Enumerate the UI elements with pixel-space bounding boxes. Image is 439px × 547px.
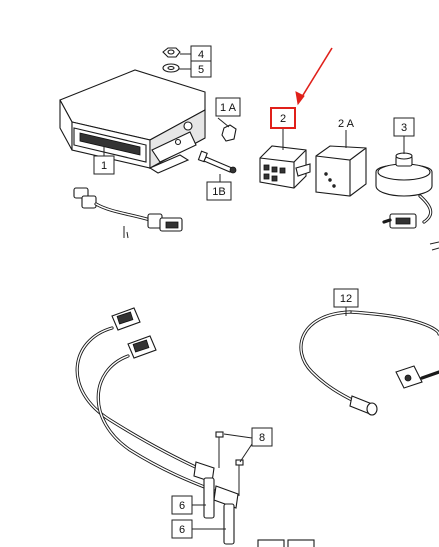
lower-harness <box>75 307 315 547</box>
plug-1a <box>221 124 237 142</box>
callout-1b: 1B <box>206 181 232 201</box>
svg-text:2 A: 2 A <box>338 118 355 130</box>
callout-2-highlighted: 2 <box>270 107 296 129</box>
highlight-arrow <box>295 47 333 106</box>
svg-text:6: 6 <box>179 500 185 512</box>
callout-2a: 2 A <box>338 118 355 130</box>
callout-6-lower: 6 <box>171 519 193 539</box>
motor-3 <box>375 152 439 251</box>
svg-text:6: 6 <box>179 524 185 536</box>
callout-3: 3 <box>393 117 415 137</box>
svg-text:1 A: 1 A <box>220 102 237 114</box>
callout-1: 1 <box>93 155 115 175</box>
svg-text:2: 2 <box>280 113 286 125</box>
svg-text:3: 3 <box>401 122 407 134</box>
svg-text:4: 4 <box>198 49 204 61</box>
callout-8: 8 <box>251 427 273 447</box>
screw-1b <box>197 150 237 174</box>
relay <box>259 145 311 189</box>
sensor-cable-12 <box>299 310 439 416</box>
callout-5: 5 <box>190 60 212 78</box>
control-unit <box>59 69 206 174</box>
svg-text:8: 8 <box>259 432 265 444</box>
svg-text:12: 12 <box>340 293 352 305</box>
svg-text:1B: 1B <box>212 186 225 198</box>
washer <box>162 63 180 73</box>
svg-text:5: 5 <box>198 64 204 76</box>
callout-12: 12 <box>333 288 359 308</box>
svg-text:1: 1 <box>101 160 107 172</box>
harness-1 <box>73 187 183 239</box>
nut <box>162 47 181 58</box>
callout-6-upper: 6 <box>171 495 193 515</box>
callout-1a: 1 A <box>215 97 241 117</box>
callout-4: 4 <box>190 45 212 63</box>
module-2a <box>315 145 367 197</box>
